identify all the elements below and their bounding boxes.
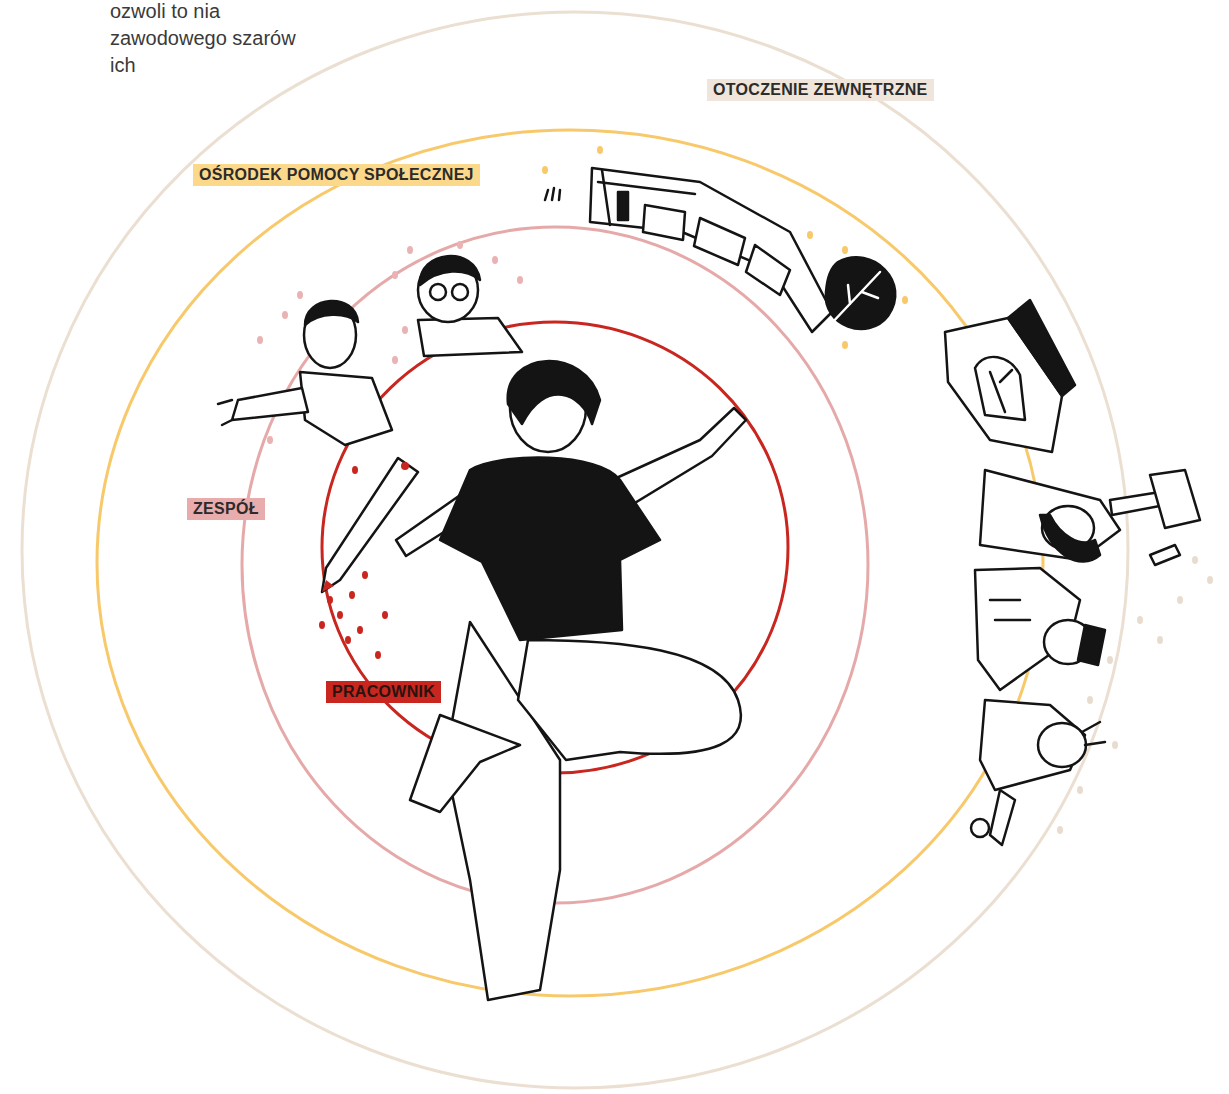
police-figure [975, 568, 1105, 690]
ring-zone: PRACOWNIK [320, 320, 790, 775]
ring-zone: OŚRODEK POMOCY SPOŁECZNEJZESPÓŁPRACOWNIK [95, 128, 1045, 998]
teacher-figure [980, 470, 1200, 565]
ring-zone: OTOCZENIE ZEWNĘTRZNE OŚRODEK POMOCY SPOŁE… [20, 10, 1130, 1090]
tree [826, 257, 896, 329]
ring-label: PRACOWNIK [326, 681, 441, 703]
team-member-woman [418, 256, 522, 356]
team-member-man [218, 301, 392, 445]
ring-outline [20, 10, 1130, 1090]
worker-figure [322, 361, 746, 1000]
ring-label: ZESPÓŁ [187, 498, 265, 520]
ring-label: OŚRODEK POMOCY SPOŁECZNEJ [193, 164, 480, 186]
dots [257, 146, 1213, 834]
doctor-figure [971, 700, 1105, 845]
ring-outline [240, 225, 870, 905]
ring-label: OTOCZENIE ZEWNĘTRZNE [707, 79, 934, 101]
ring-outline [95, 128, 1045, 998]
intro-text-fragment: ozwoli to nia zawodowego szarów ich [110, 0, 310, 79]
ring-outline [320, 320, 790, 775]
ring-zone: ZESPÓŁPRACOWNIK [240, 225, 870, 905]
social-center-building [545, 168, 832, 332]
